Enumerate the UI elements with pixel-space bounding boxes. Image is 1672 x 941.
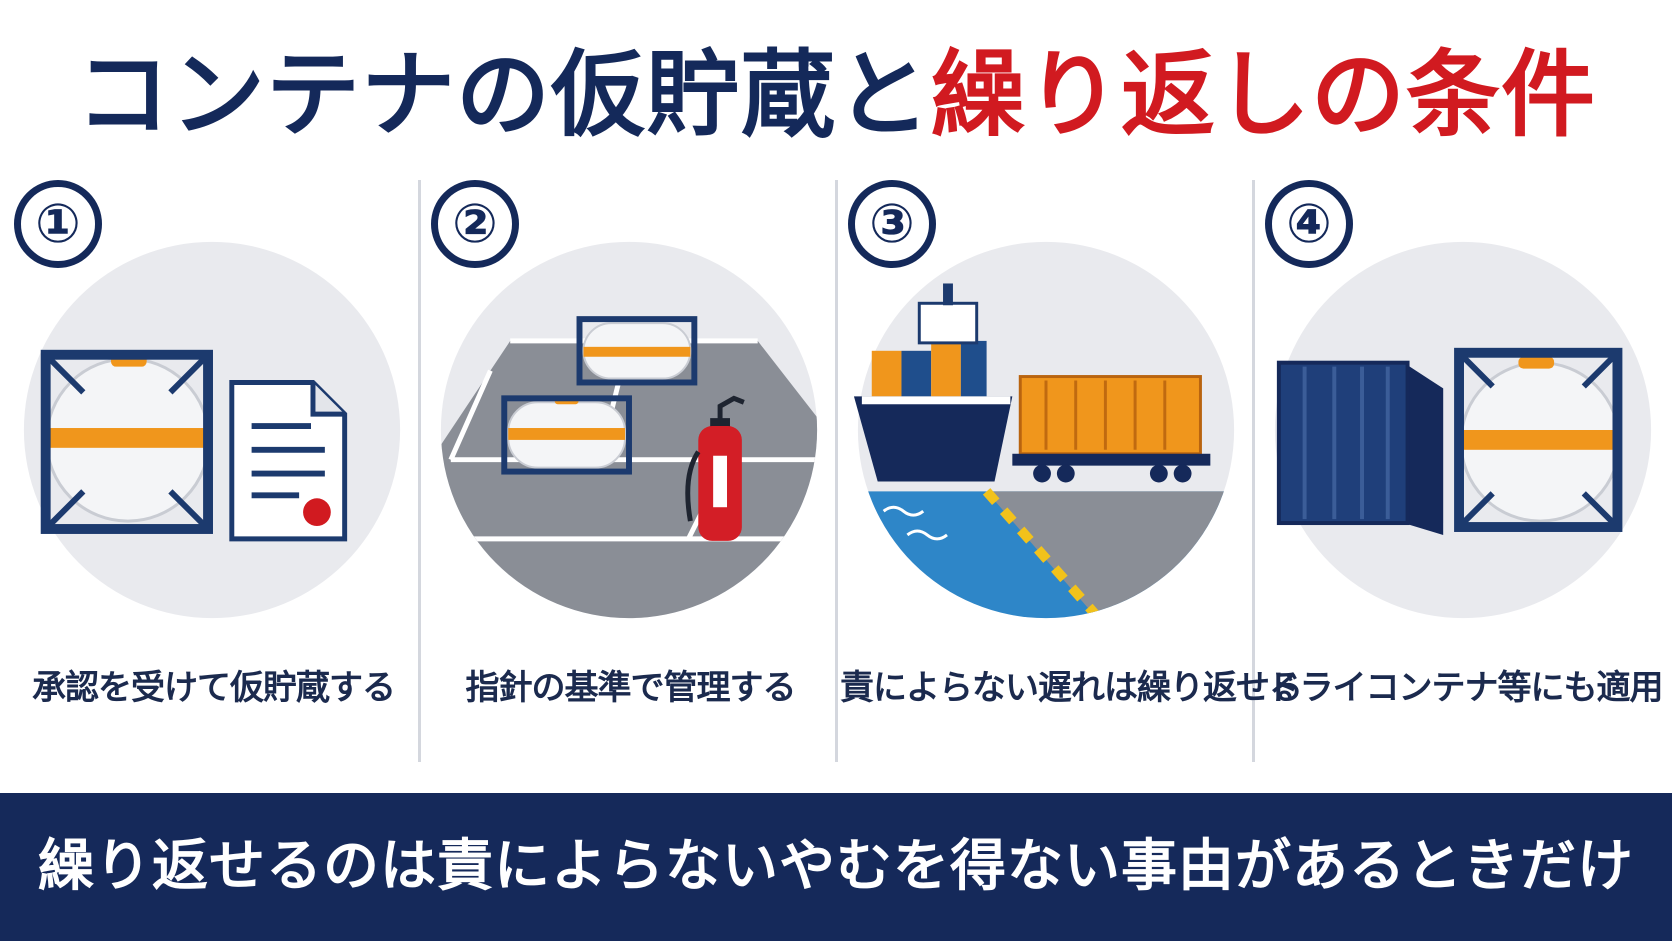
tank-container-icon xyxy=(40,349,213,534)
storage-guideline-illustration xyxy=(440,241,818,619)
title-main: コンテナの仮貯蔵と xyxy=(75,41,931,150)
step-caption: 責によらない遅れは繰り返せる xyxy=(840,668,1303,708)
step-caption: 承認を受けて仮貯蔵する xyxy=(32,668,396,708)
title-highlight: 繰り返しの条件 xyxy=(931,41,1597,150)
dry-container-illustration xyxy=(1274,241,1652,619)
freight-train-icon xyxy=(1012,375,1211,483)
step-caption: ドライコンテナ等にも適用 xyxy=(1266,668,1664,708)
container-ship-icon xyxy=(853,283,1013,482)
tank-container-icon xyxy=(1454,347,1623,532)
step-panel-1: ① 承認を受けて仮貯蔵する xyxy=(6,180,421,760)
column-divider xyxy=(418,180,421,762)
summary-banner: 繰り返せるのは責によらないやむを得ない事由があるときだけ xyxy=(0,793,1672,941)
step-panel-3: ③ 責によらない遅れは繰り返せる xyxy=(840,180,1303,760)
document-icon xyxy=(229,380,348,542)
step-number: ③ xyxy=(848,180,936,268)
transport-delay-illustration xyxy=(853,241,1235,619)
column-divider xyxy=(1252,180,1255,762)
column-divider xyxy=(835,180,838,762)
fire-extinguisher-icon xyxy=(685,395,745,541)
step-number: ④ xyxy=(1265,180,1353,268)
dry-container-icon xyxy=(1276,360,1444,535)
summary-text: 繰り返せるのは責によらないやむを得ない事由があるときだけ xyxy=(38,834,1634,899)
page-title: コンテナの仮貯蔵と繰り返しの条件 xyxy=(0,36,1672,156)
tank-container-icon xyxy=(501,316,698,475)
approval-illustration xyxy=(23,241,401,619)
step-panel-4: ④ ドライコンテナ等にも適用 xyxy=(1257,180,1672,760)
step-number: ① xyxy=(14,180,102,268)
step-caption: 指針の基準で管理する xyxy=(465,668,797,708)
step-panel-2: ② 指針の基準で管理する xyxy=(423,180,838,760)
step-number: ② xyxy=(431,180,519,268)
